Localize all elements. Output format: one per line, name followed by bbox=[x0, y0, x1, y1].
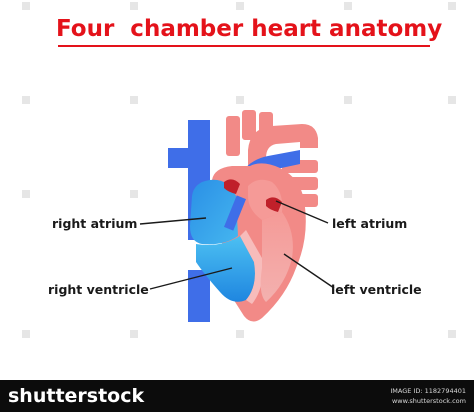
watermark-tile bbox=[22, 330, 30, 338]
watermark-tile bbox=[344, 330, 352, 338]
valve-strip bbox=[223, 195, 247, 231]
leader-line-right-ventricle bbox=[149, 267, 233, 290]
watermark-tile bbox=[448, 330, 456, 338]
leader-line-left-atrium bbox=[275, 200, 329, 224]
vena-cava-bend bbox=[168, 148, 188, 168]
leader-line-right-atrium bbox=[139, 217, 207, 225]
watermark-tile bbox=[344, 2, 352, 10]
aorta-branch-1 bbox=[226, 116, 240, 156]
watermark-tile bbox=[22, 96, 30, 104]
inferior-vena-cava bbox=[188, 270, 210, 322]
watermark-tile bbox=[448, 2, 456, 10]
site-url: www.shutterstock.com bbox=[391, 397, 466, 405]
watermark-tile bbox=[236, 2, 244, 10]
aorta-branch-2 bbox=[242, 110, 256, 140]
watermark-tile bbox=[236, 96, 244, 104]
right-atrium-shape bbox=[190, 179, 238, 245]
watermark-tile bbox=[130, 2, 138, 10]
heart-diagram bbox=[139, 110, 335, 322]
watermark-tile bbox=[22, 2, 30, 10]
pulmonary-vein-opening-left bbox=[224, 179, 240, 194]
watermark-tile bbox=[344, 96, 352, 104]
right-ventricle-shape bbox=[196, 236, 255, 302]
image-id: IMAGE ID: 1182794401 bbox=[390, 387, 466, 395]
label-left-atrium: left atrium bbox=[332, 216, 408, 231]
aorta-branch-3 bbox=[259, 112, 273, 144]
title-underline bbox=[58, 45, 430, 47]
watermark-tile bbox=[448, 96, 456, 104]
left-ventricle-shape bbox=[260, 212, 293, 302]
diagram-title: Four chamber heart anatomy bbox=[56, 16, 443, 42]
watermark-tile bbox=[130, 190, 138, 198]
stock-footer: shutterstock IMAGE ID: 1182794401 www.sh… bbox=[0, 380, 474, 412]
septum bbox=[240, 230, 263, 304]
leader-line-left-ventricle bbox=[283, 253, 335, 289]
brand-logo: shutterstock bbox=[8, 385, 145, 407]
label-left-ventricle: left ventricle bbox=[331, 282, 422, 297]
watermark-tile bbox=[236, 330, 244, 338]
watermark-tile bbox=[130, 330, 138, 338]
watermark-tile bbox=[130, 96, 138, 104]
label-right-ventricle: right ventricle bbox=[48, 282, 149, 297]
watermark-tile bbox=[22, 190, 30, 198]
watermark-tile bbox=[344, 190, 352, 198]
pulmonary-vein-opening-right bbox=[266, 197, 282, 212]
label-right-atrium: right atrium bbox=[52, 216, 138, 231]
